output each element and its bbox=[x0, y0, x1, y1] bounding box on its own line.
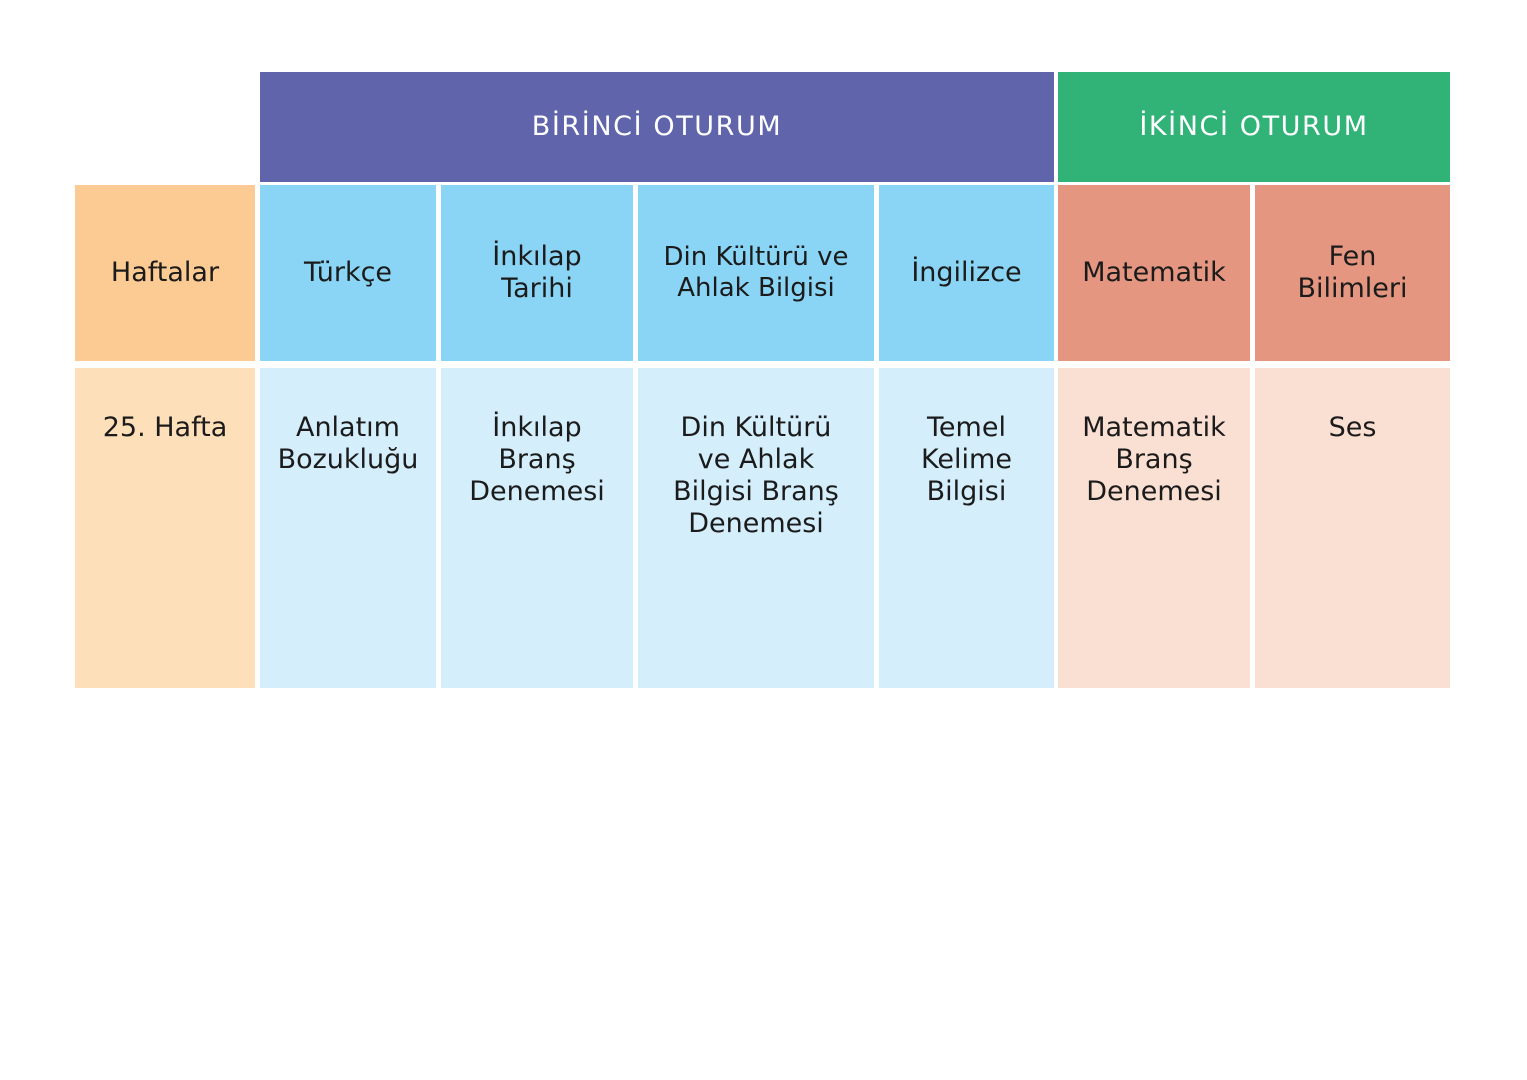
table-cell-inkilap: İnkılap Branş Denemesi bbox=[441, 368, 633, 688]
column-header-ingilizce: İngilizce bbox=[879, 185, 1054, 361]
table-cell-matematik: Matematik Branş Denemesi bbox=[1058, 368, 1250, 688]
column-header-turkce: Türkçe bbox=[260, 185, 436, 361]
column-header-inkilap-tarihi: İnkılap Tarihi bbox=[441, 185, 633, 361]
session-header-ikinci-oturum: İKİNCİ OTURUM bbox=[1058, 72, 1450, 182]
column-header-din-kulturu-ve-ahlak-bilgisi: Din Kültürü ve Ahlak Bilgisi bbox=[638, 185, 874, 361]
table-cell-fen-bilimleri: Ses bbox=[1255, 368, 1450, 688]
column-header-matematik: Matematik bbox=[1058, 185, 1250, 361]
session-header-birinci-oturum: BİRİNCİ OTURUM bbox=[260, 72, 1054, 182]
table-cell-din-kulturu: Din Kültürü ve Ahlak Bilgisi Branş Denem… bbox=[638, 368, 874, 688]
column-header-fen-bilimleri: Fen Bilimleri bbox=[1255, 185, 1450, 361]
table-cell-turkce: Anlatım Bozukluğu bbox=[260, 368, 436, 688]
column-header-haftalar: Haftalar bbox=[75, 185, 255, 361]
table-row-week-label: 25. Hafta bbox=[75, 368, 255, 688]
table-cell-ingilizce: Temel Kelime Bilgisi bbox=[879, 368, 1054, 688]
